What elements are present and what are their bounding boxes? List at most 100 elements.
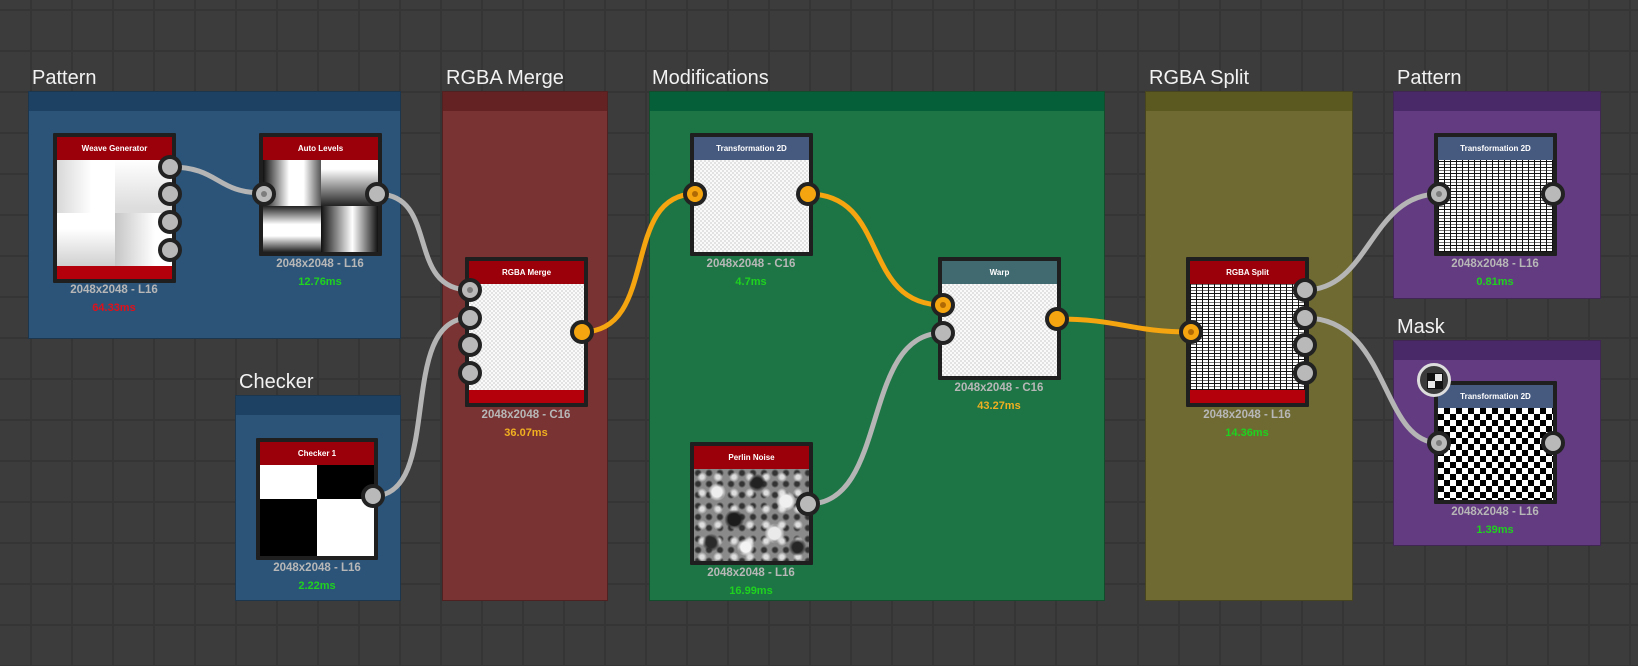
mask-square — [1427, 373, 1443, 389]
input-pin[interactable] — [931, 293, 955, 317]
node-perlin-noise[interactable]: Perlin Noise — [690, 442, 813, 565]
wire-autolevels-to-merge[interactable] — [376, 191, 471, 293]
output-pin[interactable] — [1293, 306, 1317, 330]
node-info-transformation-2d-b: 2048x2048 - L16 — [1451, 258, 1539, 270]
output-pin[interactable] — [1293, 278, 1317, 302]
output-pin[interactable] — [158, 155, 182, 179]
node-thumbnail — [260, 465, 374, 556]
wire-split-to-transform-b[interactable] — [1304, 191, 1440, 293]
frame-title-pattern-1: Pattern — [32, 67, 97, 89]
node-thumbnail — [469, 284, 584, 390]
output-pin[interactable] — [361, 484, 385, 508]
node-weave-generator[interactable]: Weave Generator — [53, 133, 176, 283]
node-thumbnail — [263, 160, 378, 252]
node-info-transformation-2d-c: 2048x2048 - L16 — [1451, 506, 1539, 518]
node-transformation-2d-b[interactable]: Transformation 2D — [1434, 133, 1557, 256]
node-time-weave-generator: 64.33ms — [92, 302, 136, 314]
wire-warp-to-split[interactable] — [1056, 316, 1192, 335]
node-thumbnail — [1438, 160, 1553, 252]
frame-header-bar[interactable] — [1394, 92, 1600, 111]
node-time-warp: 43.27ms — [977, 400, 1021, 412]
node-thumbnail — [694, 160, 809, 252]
input-pin[interactable] — [1427, 182, 1451, 206]
frame-title-rgba-split: RGBA Split — [1149, 67, 1250, 89]
frame-header-bar[interactable] — [29, 92, 400, 111]
node-transformation-2d-a[interactable]: Transformation 2D — [690, 133, 813, 256]
output-pin[interactable] — [1293, 333, 1317, 357]
node-info-transformation-2d-a: 2048x2048 - C16 — [706, 258, 796, 270]
node-rgba-split[interactable]: RGBA Split — [1186, 257, 1309, 407]
node-header: Checker 1 — [260, 442, 374, 465]
wire-perlin-to-warp[interactable] — [807, 330, 944, 507]
node-transformation-2d-c[interactable]: Transformation 2D — [1434, 381, 1557, 504]
frame-title-modifications: Modifications — [652, 67, 769, 89]
node-info-perlin-noise: 2048x2048 - L16 — [707, 567, 795, 579]
node-header: Transformation 2D — [694, 137, 809, 160]
node-thumbnail — [57, 160, 172, 266]
wire-transform-to-warp[interactable] — [807, 191, 944, 308]
frame-header-bar[interactable] — [650, 92, 1104, 111]
node-header: Auto Levels — [263, 137, 378, 160]
node-thumbnail — [942, 284, 1057, 376]
output-pin[interactable] — [796, 182, 820, 206]
node-header: Perlin Noise — [694, 446, 809, 469]
node-header: Warp — [942, 261, 1057, 284]
node-time-transformation-2d-a: 4.7ms — [735, 276, 767, 288]
output-pin[interactable] — [1293, 361, 1317, 385]
output-pin[interactable] — [1045, 307, 1069, 331]
node-time-rgba-split: 14.36ms — [1225, 427, 1269, 439]
node-warp[interactable]: Warp — [938, 257, 1061, 380]
output-pin[interactable] — [1541, 431, 1565, 455]
frame-header-bar[interactable] — [1146, 92, 1352, 111]
frame-pattern-2[interactable] — [1393, 91, 1601, 299]
node-time-rgba-merge: 36.07ms — [504, 427, 548, 439]
wire-checker-to-merge[interactable] — [372, 315, 471, 499]
wire-merge-to-transform[interactable] — [581, 191, 696, 335]
input-pin[interactable] — [458, 306, 482, 330]
node-header: RGBA Split — [1190, 261, 1305, 284]
frame-header-bar[interactable] — [236, 396, 400, 415]
node-time-checker-1: 2.22ms — [298, 580, 336, 592]
input-pin[interactable] — [1427, 431, 1451, 455]
input-pin[interactable] — [252, 182, 276, 206]
output-pin[interactable] — [365, 182, 389, 206]
checker-mask-icon[interactable] — [1417, 363, 1451, 397]
frame-title-pattern-2: Pattern — [1397, 67, 1462, 89]
node-thumbnail — [1190, 284, 1305, 390]
input-pin[interactable] — [458, 278, 482, 302]
output-pin[interactable] — [158, 210, 182, 234]
node-header: RGBA Merge — [469, 261, 584, 284]
node-info-rgba-split: 2048x2048 - L16 — [1203, 409, 1291, 421]
node-footer — [57, 266, 172, 279]
node-info-checker-1: 2048x2048 - L16 — [273, 562, 361, 574]
node-checker-1[interactable]: Checker 1 — [256, 438, 378, 560]
node-footer — [1190, 390, 1305, 403]
node-header: Weave Generator — [57, 137, 172, 160]
node-info-rgba-merge: 2048x2048 - C16 — [481, 409, 571, 421]
frame-header-bar[interactable] — [443, 92, 607, 111]
output-pin[interactable] — [158, 238, 182, 262]
node-header: Transformation 2D — [1438, 137, 1553, 160]
output-pin[interactable] — [570, 320, 594, 344]
node-info-auto-levels: 2048x2048 - L16 — [276, 258, 364, 270]
node-footer — [469, 390, 584, 403]
node-header: Transformation 2D — [1438, 385, 1553, 408]
frame-title-mask: Mask — [1397, 316, 1445, 338]
input-pin[interactable] — [683, 182, 707, 206]
output-pin[interactable] — [1541, 182, 1565, 206]
node-time-transformation-2d-c: 1.39ms — [1476, 524, 1514, 536]
output-pin[interactable] — [158, 182, 182, 206]
frame-header-bar[interactable] — [1394, 341, 1600, 360]
input-pin[interactable] — [1179, 320, 1203, 344]
node-rgba-merge[interactable]: RGBA Merge — [465, 257, 588, 407]
input-pin[interactable] — [458, 361, 482, 385]
wire-weave-to-autolevels[interactable] — [169, 164, 265, 196]
wire-split-to-transform-c[interactable] — [1304, 315, 1440, 446]
node-auto-levels[interactable]: Auto Levels — [259, 133, 382, 256]
output-pin[interactable] — [796, 492, 820, 516]
input-pin[interactable] — [931, 321, 955, 345]
input-pin[interactable] — [458, 333, 482, 357]
node-info-weave-generator: 2048x2048 - L16 — [70, 284, 158, 296]
frame-title-rgba-merge: RGBA Merge — [446, 67, 564, 89]
